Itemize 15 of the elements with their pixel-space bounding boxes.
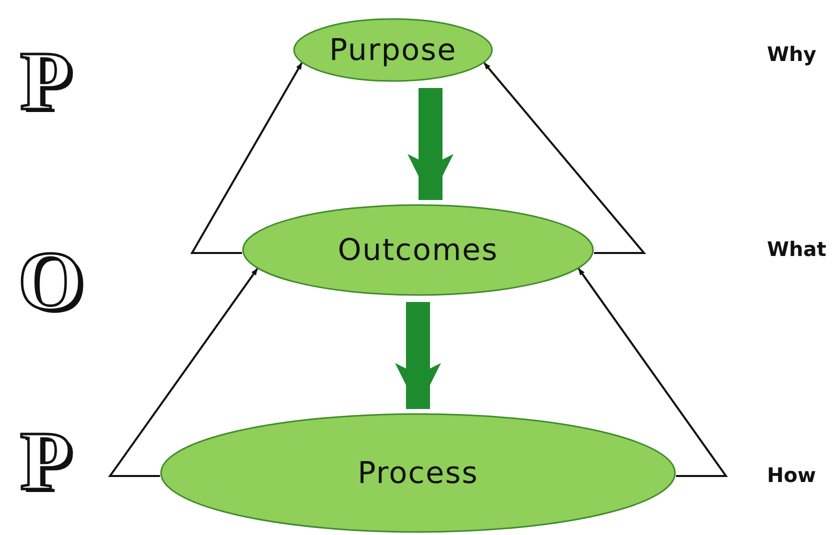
block-arrow	[395, 302, 441, 409]
arrow	[190, 62, 303, 254]
side-label: What	[767, 239, 826, 259]
initial-letter: P	[20, 40, 72, 124]
side-label: Why	[767, 44, 816, 64]
initial-letter: O	[18, 240, 84, 324]
arrow	[484, 62, 646, 254]
side-label: How	[767, 465, 816, 485]
node-label: Process	[358, 456, 478, 490]
node-label: Outcomes	[338, 232, 498, 268]
arrow	[578, 268, 728, 477]
initial-letter: P	[20, 420, 72, 504]
block-arrow	[408, 88, 454, 200]
node-label: Purpose	[329, 32, 457, 68]
arrow	[108, 268, 258, 477]
